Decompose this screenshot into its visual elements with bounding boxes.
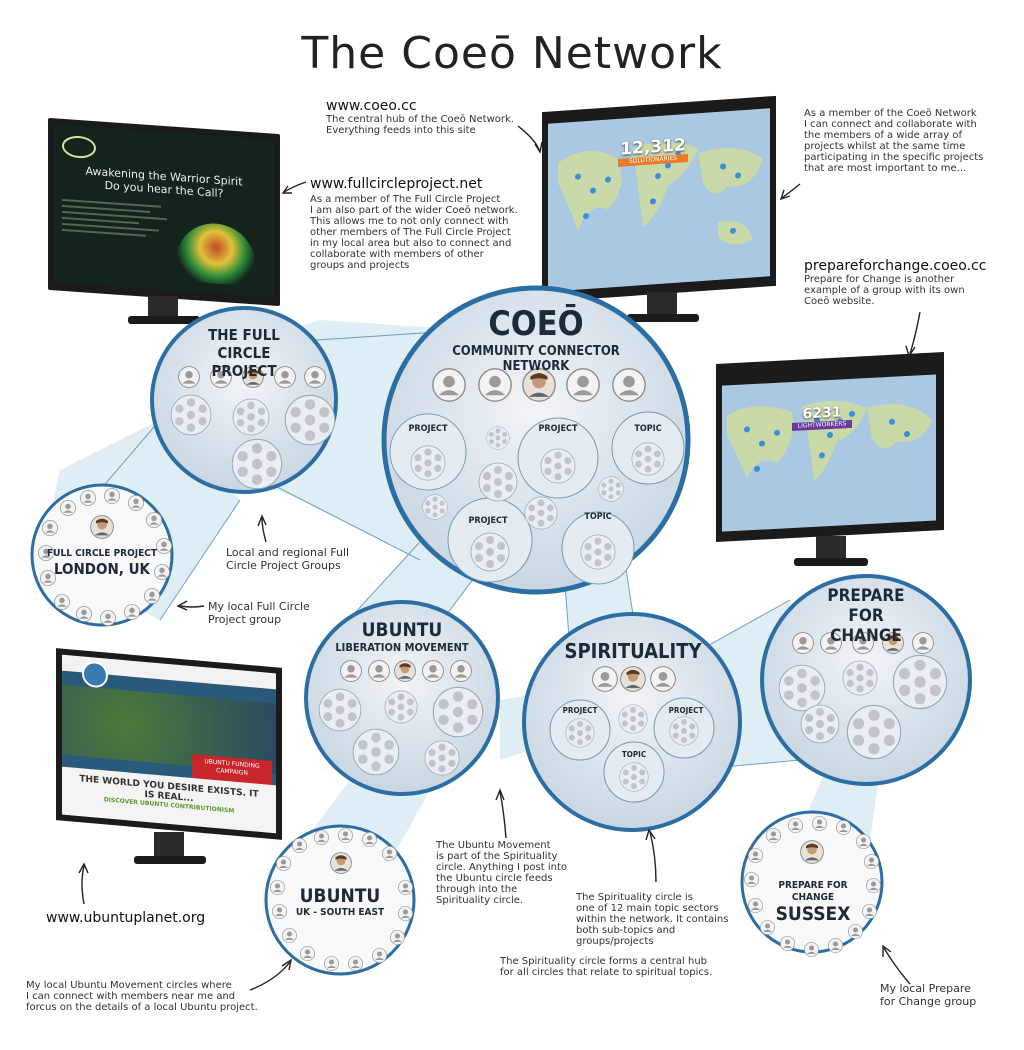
ubuntu-url: www.ubuntuplanet.org bbox=[46, 910, 246, 926]
coeo-title: COEŌ bbox=[420, 306, 652, 342]
coeo-topic-label-1: TOPIC bbox=[624, 424, 672, 434]
arrow-fc-local bbox=[180, 606, 204, 607]
prepare-title: PREPARE FOR CHANGE bbox=[810, 586, 922, 646]
ubuntu-title: UBUNTU LIBERATION MOVEMENT bbox=[332, 620, 472, 654]
sussex-title: PREPARE FOR CHANGE SUSSEX bbox=[758, 880, 868, 925]
ubuntu-se-title: UBUNTU UK - SOUTH EAST bbox=[288, 886, 392, 919]
spirit-project-label-1: PROJECT bbox=[556, 706, 604, 715]
prepare-site-note: prepareforchange.coeo.cc Prepare for Cha… bbox=[804, 258, 1014, 307]
fc-local-note: My local Full Circle Project group bbox=[208, 600, 348, 626]
prepare-local-note: My local Prepare for Change group bbox=[880, 982, 1010, 1008]
ubuntu-local-note: My local Ubuntu Movement circles where I… bbox=[26, 980, 266, 1013]
prepare-url: prepareforchange.coeo.cc bbox=[804, 258, 1014, 274]
arrow-prepare-local bbox=[884, 948, 910, 984]
spirit-project-label-2: PROJECT bbox=[662, 706, 710, 715]
arrow-ubuntu-site bbox=[82, 866, 84, 904]
coeo-project-label-2: PROJECT bbox=[532, 424, 584, 434]
coeo-subtitle: COMMUNITY CONNECTOR NETWORK bbox=[420, 344, 652, 374]
spirit-hub-note: The Spirituality circle forms a central … bbox=[500, 956, 760, 978]
spirituality-title: SPIRITUALITY bbox=[560, 640, 706, 662]
coeo-url: www.coeo.cc bbox=[326, 98, 546, 114]
arrow-member bbox=[782, 184, 800, 198]
spirit-sector-note: The Spirituality circle is one of 12 mai… bbox=[576, 892, 746, 947]
ubuntu-part-note: The Ubuntu Movement is part of the Spiri… bbox=[436, 840, 586, 906]
arrow-spirit bbox=[650, 832, 656, 882]
coeo-topic-label-2: TOPIC bbox=[574, 512, 622, 522]
member-note: As a member of the Coeō Network I can co… bbox=[804, 108, 1014, 174]
fullcircle-url: www.fullcircleproject.net bbox=[310, 176, 550, 192]
spirit-topic-label: TOPIC bbox=[612, 750, 656, 759]
fc-london-title: FULL CIRCLE PROJECT LONDON, UK bbox=[44, 548, 160, 578]
fullcircle-site-note: www.fullcircleproject.net As a member of… bbox=[310, 176, 550, 271]
fc-groups-note: Local and regional Full Circle Project G… bbox=[226, 546, 386, 572]
full-circle-title: THE FULL CIRCLE PROJECT bbox=[194, 326, 294, 380]
coeo-project-label-1: PROJECT bbox=[402, 424, 454, 434]
coeo-project-label-3: PROJECT bbox=[462, 516, 514, 526]
coeo-site-note: www.coeo.cc The central hub of the Coeō … bbox=[326, 98, 546, 136]
